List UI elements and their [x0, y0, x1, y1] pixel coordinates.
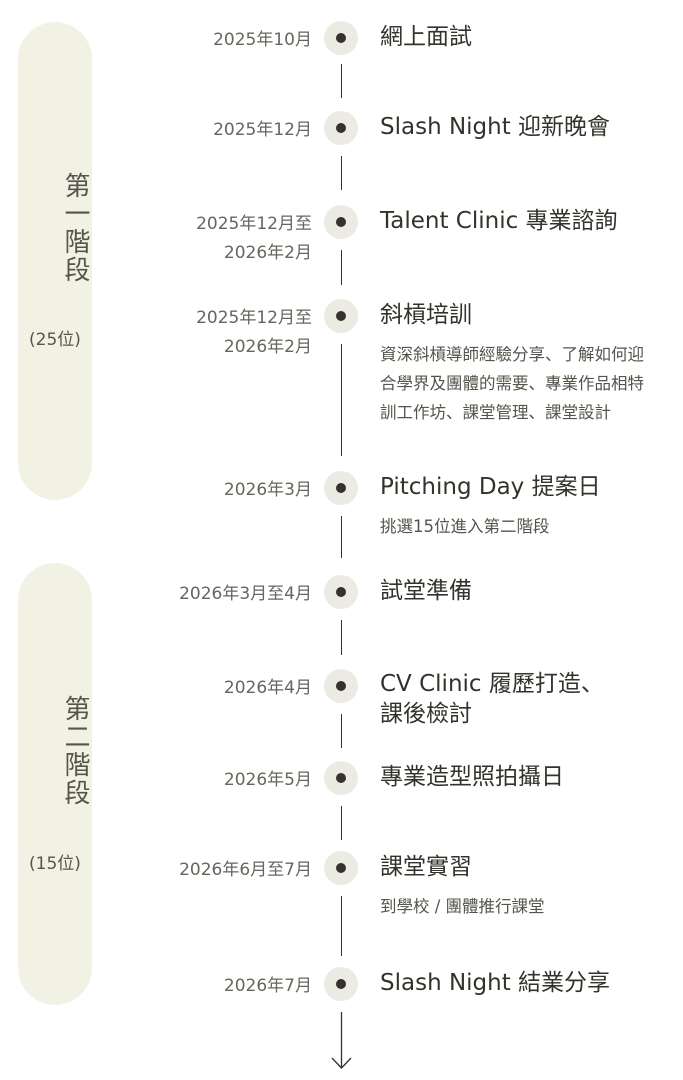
event-date: 2025年12月	[213, 120, 312, 140]
event-date: 2025年10月	[213, 30, 312, 50]
event-date: 2025年12月至 2026年2月	[196, 214, 312, 263]
event-date: 2026年3月	[223, 480, 312, 500]
stage-1-count: (25位)	[29, 330, 81, 350]
dot-icon	[324, 21, 358, 55]
stage-2-panel: 第二階段 (15位)	[18, 563, 92, 1005]
event-title: 斜槓培訓	[380, 302, 472, 328]
event-title: Slash Night 迎新晚會	[380, 114, 611, 140]
event-title: CV Clinic 履歷打造、 課後檢討	[380, 671, 604, 727]
dot-icon	[324, 111, 358, 145]
dot-icon	[324, 575, 358, 609]
event-date: 2026年5月	[223, 770, 312, 790]
event-date: 2026年6月至7月	[179, 860, 312, 880]
stage-1-title: 第一階段	[60, 172, 90, 284]
event-title: 專業造型照拍攝日	[380, 764, 564, 790]
timeline-line	[341, 714, 343, 748]
timeline-line	[341, 156, 343, 190]
event-title: 網上面試	[380, 24, 472, 50]
timeline-line	[341, 250, 343, 285]
event-description: 資深斜槓導師經驗分享、了解如何迎合學界及團體的需要、專業作品相特訓工作坊、課堂管…	[380, 345, 644, 422]
down-arrow-icon	[331, 1012, 352, 1069]
dot-icon	[324, 205, 358, 239]
timeline-line	[341, 896, 343, 956]
event-title: 課堂實習	[380, 854, 472, 880]
dot-icon	[324, 851, 358, 885]
event-date: 2026年4月	[223, 678, 312, 698]
timeline-line	[341, 64, 343, 98]
dot-icon	[324, 761, 358, 795]
timeline-line	[341, 516, 343, 558]
event-title: Slash Night 結業分享	[380, 970, 611, 996]
dot-icon	[324, 299, 358, 333]
timeline-line	[341, 806, 343, 840]
event-title: Talent Clinic 專業諮詢	[380, 208, 618, 234]
stage-1-panel: 第一階段 (25位)	[18, 22, 92, 500]
event-description: 到學校 / 團體推行課堂	[380, 897, 545, 916]
stage-2-count: (15位)	[29, 854, 81, 874]
event-description: 挑選15位進入第二階段	[380, 517, 550, 536]
dot-icon	[324, 967, 358, 1001]
dot-icon	[324, 669, 358, 703]
event-date: 2025年12月至 2026年2月	[196, 308, 312, 357]
event-date: 2026年3月至4月	[179, 584, 312, 604]
event-date: 2026年7月	[223, 976, 312, 996]
dot-icon	[324, 471, 358, 505]
timeline-line	[341, 620, 343, 655]
timeline-line	[341, 344, 343, 456]
event-title: 試堂準備	[380, 578, 472, 604]
event-title: Pitching Day 提案日	[380, 474, 601, 500]
stage-2-title: 第二階段	[60, 695, 90, 807]
